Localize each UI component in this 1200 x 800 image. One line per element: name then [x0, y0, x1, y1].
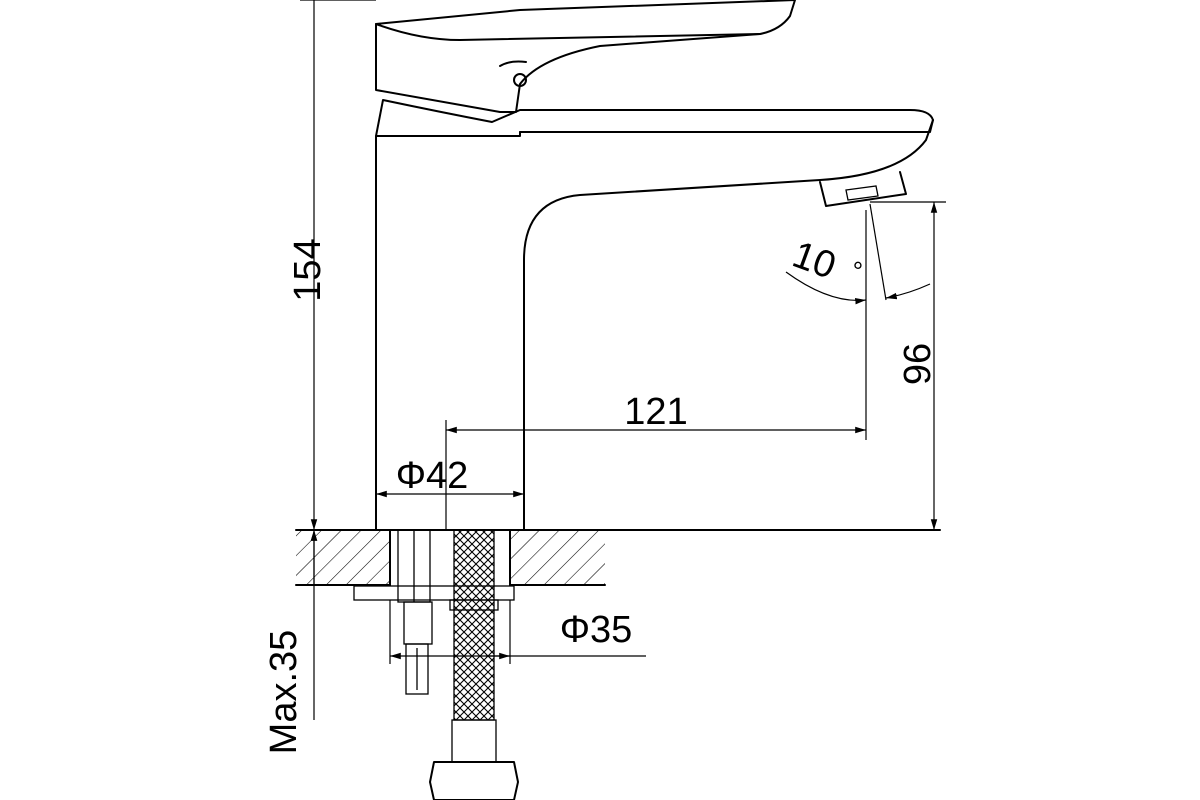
max-thickness-label: Max.35: [263, 630, 305, 755]
spout-height-label: 96: [897, 343, 939, 385]
faucet-body: [375, 99, 934, 531]
total-height-label: 154: [287, 238, 329, 301]
spout-angle-label: 10: [787, 234, 841, 288]
mounting-hardware: [353, 529, 515, 695]
aerator: [819, 171, 907, 207]
dimension-spout-angle: 10 °: [785, 203, 931, 305]
dimension-hole-diameter: Φ35: [389, 600, 646, 664]
dimension-spout-height: 96: [870, 201, 946, 530]
reach-label: 121: [624, 391, 687, 433]
supply-hose: [429, 529, 519, 800]
base-diameter-label: Φ42: [396, 455, 469, 497]
dimension-base-diameter: Φ42: [376, 455, 524, 498]
dimension-reach: 121: [445, 210, 867, 530]
dimension-max-thickness: Max.35: [263, 530, 318, 755]
hole-diameter-label: Φ35: [560, 609, 633, 651]
countertop-section: [295, 529, 941, 586]
lever-handle: [375, 0, 796, 113]
degree-symbol: °: [853, 256, 863, 286]
dimension-total-height: 154: [287, 0, 376, 530]
